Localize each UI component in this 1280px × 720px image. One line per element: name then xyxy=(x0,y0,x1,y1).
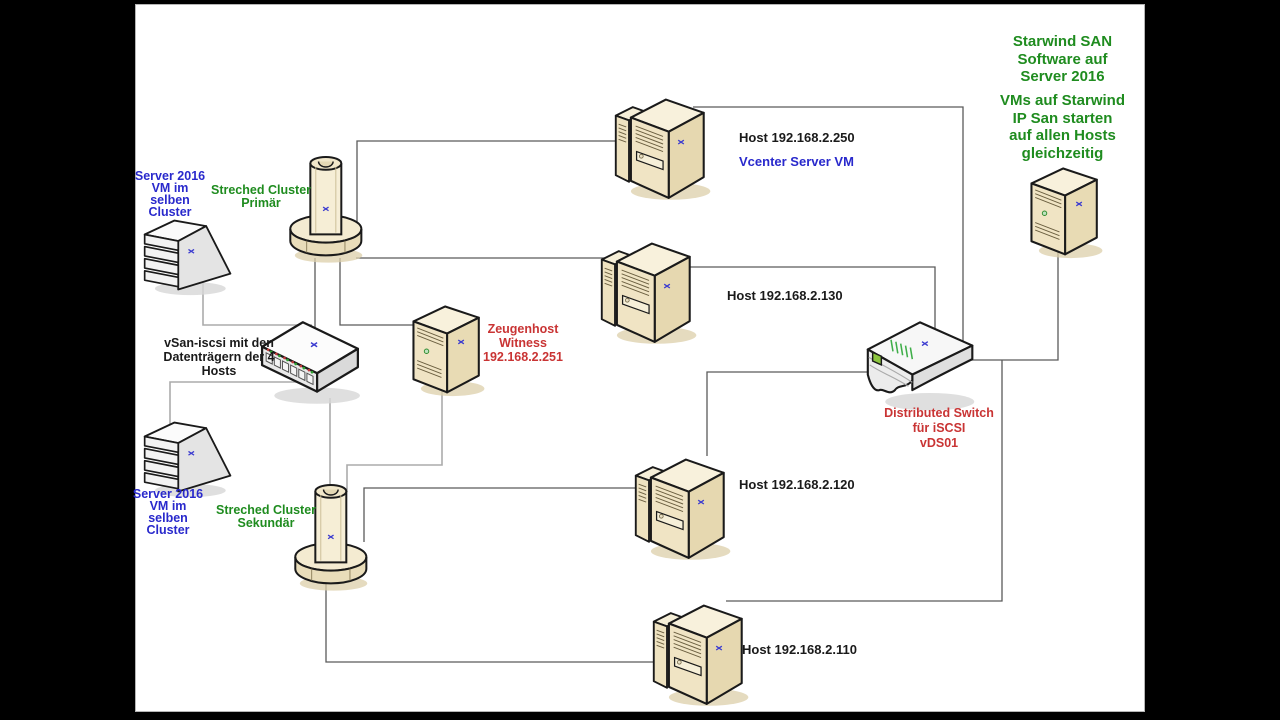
tower-server-icon xyxy=(612,86,716,202)
connector xyxy=(202,283,312,326)
wedge-server-icon xyxy=(138,416,238,498)
tower-server-icon xyxy=(598,230,702,346)
label-host-130: Host 192.168.2.130 xyxy=(727,288,843,303)
connector xyxy=(688,266,936,330)
note-starwind-san: Starwind SAN Software auf Server 2016 xyxy=(1012,33,1113,85)
connector xyxy=(169,381,300,430)
server-host-250 xyxy=(612,86,716,202)
connector xyxy=(706,371,878,456)
label-host-110: Host 192.168.2.110 xyxy=(742,642,857,657)
connector xyxy=(325,584,674,663)
server-host-130 xyxy=(598,230,702,346)
label-vm-primary: Server 2016 VM im selben Cluster xyxy=(134,169,206,219)
note-vms-start: VMs auf Starwind IP San starten auf alle… xyxy=(999,92,1126,162)
connector xyxy=(726,360,1003,602)
server-vm-secondary xyxy=(138,416,238,498)
cluster-secondary-shape xyxy=(288,478,370,594)
tower-server-icon xyxy=(650,592,754,708)
server-starwind xyxy=(1024,160,1108,260)
tower-server-icon xyxy=(632,444,736,564)
label-distributed-switch: Distributed Switch für iSCSI vDS01 xyxy=(884,406,994,450)
wedge-server-icon xyxy=(138,214,238,296)
connector xyxy=(346,390,443,492)
label-vm-secondary: Server 2016 VM im selben Cluster xyxy=(132,487,204,537)
connector xyxy=(356,140,628,232)
label-witness: Zeugenhost Witness 192.168.2.251 xyxy=(483,322,563,364)
label-cluster-secondary: Streched Cluster Sekundär xyxy=(215,503,317,530)
connector xyxy=(970,248,1059,361)
label-host-120: Host 192.168.2.120 xyxy=(739,477,855,492)
label-host-250: Host 192.168.2.250 xyxy=(739,130,855,145)
connector xyxy=(693,106,964,358)
distributed-switch-icon xyxy=(862,312,982,414)
distributed-switch-shape xyxy=(862,312,982,414)
server-host-120 xyxy=(632,444,736,564)
label-vcenter-vm: Vcenter Server VM xyxy=(739,154,854,169)
label-cluster-primary: Streched Cluster Primär xyxy=(210,183,312,210)
tower-server-icon xyxy=(1024,160,1108,260)
server-host-110 xyxy=(650,592,754,708)
connector xyxy=(363,487,648,542)
storage-cylinder-icon xyxy=(288,478,370,594)
server-vm-primary xyxy=(138,214,238,296)
label-vsan-switch: vSan-iscsi mit den Datenträgern der 4 Ho… xyxy=(163,336,275,378)
connector xyxy=(339,258,414,326)
